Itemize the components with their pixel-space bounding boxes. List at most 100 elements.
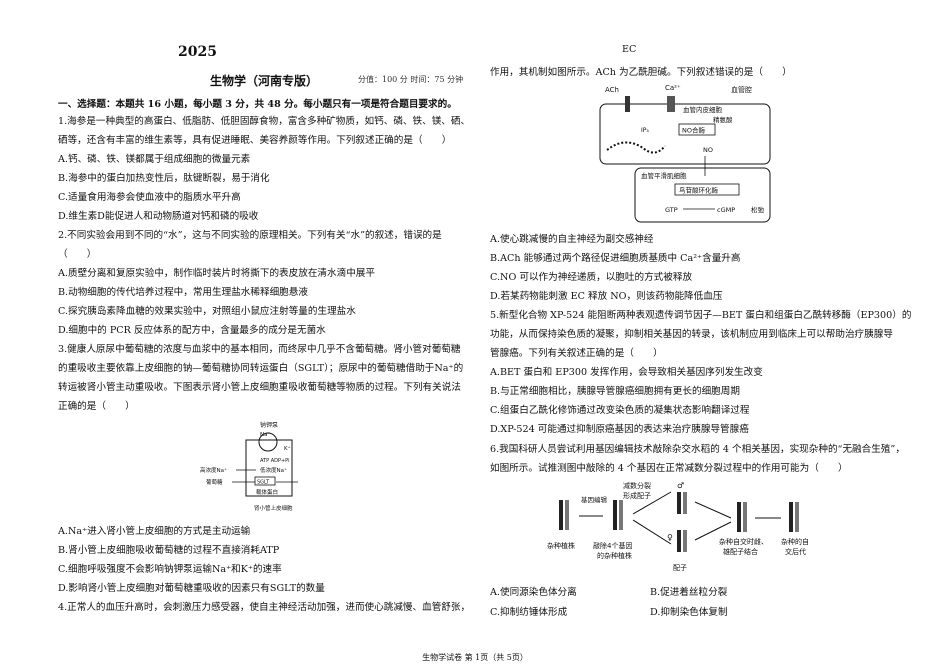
male-arrow xyxy=(632,491,672,515)
male-gamete-chromosomes xyxy=(677,492,687,514)
fig4-endo-label: 血管内皮细胞 xyxy=(683,105,723,114)
question-2: 2.不同实验会用到不同的“水”，这与不同实验的原理相关。下列有关“水”的叙述，错… xyxy=(58,226,468,340)
smooth-muscle-outline xyxy=(634,167,771,223)
exam-year: 2025 xyxy=(178,44,217,60)
fig6-edit-label: 基因编辑 xyxy=(581,495,608,504)
q1-stem-1: 1.海参是一种典型的高蛋白、低脂肪、低胆固醇食物，富含多种矿物质，如钙、磷、铁、… xyxy=(58,116,471,127)
q6-option-c: C.抑制纺锤体形成 xyxy=(490,607,568,618)
q4-stem-ec: EC xyxy=(622,44,637,55)
q4-option-c: C.NO 可以作为神经递质，以胞吐的方式被释放 xyxy=(490,272,693,283)
fig3-sglt-label: SGLT xyxy=(257,480,270,486)
q1-option-a: A.钙、磷、铁、镁都属于组成细胞的微量元素 xyxy=(58,154,251,165)
female-gamete-chromosomes xyxy=(677,530,687,552)
question-3-options: A.Na⁺进入肾小管上皮细胞的方式是主动运输 B.肾小管上皮细胞吸收葡萄糖的过程… xyxy=(58,522,470,617)
fig4-lumen-label: 血管腔 xyxy=(731,85,752,94)
q6-option-b: B.促进着丝粒分裂 xyxy=(650,587,728,598)
fig4-nos-label: NO合酶 xyxy=(682,126,705,135)
fig4-ip3-label: IP₃ xyxy=(641,127,649,134)
fig6-knock-label: 敲除4个基因 xyxy=(593,541,632,550)
fig4-smooth-label: 血管平滑肌细胞 xyxy=(641,171,687,180)
fig4-gc-label: 鸟苷酸环化酶 xyxy=(679,186,719,195)
figure-kidney-tubule: 钠钾泵 ATP ADP+Pi Na⁺ K⁺ 高浓度Na⁺ 葡萄糖 低浓度Na⁺ … xyxy=(200,421,298,512)
q3-option-c: C.细胞呼吸强度不会影响钠钾泵运输Na⁺和K⁺的速率 xyxy=(58,564,282,575)
fig6-gamete-label: 配子 xyxy=(673,564,687,572)
q3-stem-3: 转运被肾小管主动重吸收。下图表示肾小管上皮细胞重吸收葡萄糖等物质的过程。下列有关… xyxy=(58,382,461,393)
fig3-pump-label: 钠钾泵 xyxy=(260,421,278,429)
fig6-fuse2-label: 雄配子结合 xyxy=(723,547,758,556)
q3-stem-1: 3.健康人原尿中葡萄糖的浓度与血浆中的基本相同，而终尿中几乎不含葡萄糖。肾小管对… xyxy=(58,344,461,355)
pump-shape xyxy=(258,432,278,452)
fig6-male-symbol: ♂ xyxy=(677,481,684,490)
question-5: 5.新型化合物 XP-524 能阻断两种表观遗传调节因子—BET 蛋白和组蛋白乙… xyxy=(490,306,912,439)
merge-arrow-2 xyxy=(694,521,732,541)
fig3-atp-label: ATP ADP+Pi xyxy=(260,458,289,464)
fig3-glucose-label: 葡萄糖 xyxy=(206,478,223,486)
q2-option-c: C.探究胰岛素降血糖的效果实验中，对照组小鼠应注射等量的生理盐水 xyxy=(58,306,356,317)
fig4-gtp-label: GTP xyxy=(665,206,678,214)
q5-option-b: B.与正常细胞相比，胰腺导管腺癌细胞拥有更长的细胞周期 xyxy=(490,386,740,397)
fig3-carrier-label: 载体蛋白 xyxy=(256,488,278,496)
q6-option-a: A.使同源染色体分离 xyxy=(490,587,577,598)
fig6-hybrid-label: 杂种植株 xyxy=(547,541,575,550)
q5-stem-1: 5.新型化合物 XP-524 能阻断两种表观遗传调节因子—BET 蛋白和组蛋白乙… xyxy=(490,310,912,321)
receptor-shape xyxy=(625,96,630,112)
endothelial-cell-outline xyxy=(599,103,771,165)
q4-option-a: A.使心跳减慢的自主神经为副交感神经 xyxy=(490,234,654,245)
er-shape xyxy=(606,141,666,154)
q1-option-c: C.适量食用海参会使血液中的脂质水平升高 xyxy=(58,192,241,203)
q5-option-a: A.BET 蛋白和 EP300 发挥作用，会导致相关基因序列发生改变 xyxy=(490,367,763,378)
fig3-high-na-label: 高浓度Na⁺ xyxy=(200,466,227,474)
q2-option-b: B.动物细胞的传代培养过程中，常用生理盐水稀释细胞悬液 xyxy=(58,287,308,298)
exam-meta: 分值：100 分 时间：75 分钟 xyxy=(358,75,464,84)
q2-option-d: D.细胞中的 PCR 反应体系的配方中，含量最多的成分是无菌水 xyxy=(58,325,326,336)
fig3-cell-label: 肾小管上皮细胞 xyxy=(254,504,293,512)
fig6-fuse-label: 杂种自交时雌、 xyxy=(719,537,768,546)
fig4-ca-label: Ca²⁺ xyxy=(665,84,681,92)
gc-box xyxy=(674,183,740,196)
q2-stem-2: （ ） xyxy=(58,249,97,260)
q5-stem-2: 功能，从而保持染色质的凝聚，抑制相关基因的转录，该机制应用到临床上可以帮助治疗胰… xyxy=(490,329,893,340)
fig3-k-label: K⁺ xyxy=(284,445,291,452)
fig4-arg-label: 精氨酸 xyxy=(713,115,733,124)
nos-box xyxy=(678,123,716,136)
section-heading: 一、选择题：本题共 16 小题，每小题 3 分，共 48 分。每小题只有一项是符… xyxy=(58,99,457,110)
question-1: 1.海参是一种典型的高蛋白、低脂肪、低胆固醇食物，富含多种矿物质，如钙、磷、铁、… xyxy=(58,112,471,226)
q1-option-d: D.维生素D能促进人和动物肠道对钙和磷的吸收 xyxy=(58,211,259,222)
fig6-offspring-label: 杂种的自 xyxy=(781,537,809,546)
figure-vascular-mechanism: ACh Ca²⁺ 血管腔 血管内皮细胞 IP₃ 精氨酸 NO合酶 NO 血管平滑… xyxy=(599,84,771,223)
fig6-offspring2-label: 交后代 xyxy=(785,547,806,556)
q4-option-b: B.ACh 能够通过两个路径促进细胞质基质中 Ca²⁺含量升高 xyxy=(490,253,741,264)
hybrid-chromosomes xyxy=(559,500,569,530)
page-footer: 生物学试卷 第 1页（共 5页） xyxy=(422,653,528,662)
fig3-low-na-label: 低浓度Na⁺ xyxy=(260,466,287,474)
q3-stem-4: 正确的是（ ） xyxy=(58,401,135,412)
q4-stem-2: 作用，其机制如图所示。ACh 为乙酰胆碱。下列叙述错误的是（ ） xyxy=(490,67,792,78)
q6-stem-2: 如图所示。试推测图中敲除的 4 个基因在正常减数分裂过程中的作用可能为（ ） xyxy=(490,463,848,474)
knockout-chromosomes xyxy=(613,500,623,530)
q6-stem-1: 6.我国科研人员尝试利用基因编辑技术敲除杂交水稻的 4 个相关基因，实现杂种的“… xyxy=(490,444,905,455)
fig4-ach-label: ACh xyxy=(605,86,619,94)
q3-option-b: B.肾小管上皮细胞吸收葡萄糖的过程不直接消耗ATP xyxy=(58,545,280,556)
merge-arrow-1 xyxy=(694,501,732,519)
question-3: 3.健康人原尿中葡萄糖的浓度与血浆中的基本相同，而终尿中几乎不含葡萄糖。肾小管对… xyxy=(58,340,468,416)
q5-option-c: C.组蛋白乙酰化修饰通过改变染色质的凝集状态影响翻译过程 xyxy=(490,405,750,416)
q4-option-d: D.若某药物能刺激 EC 释放 NO，则该药物能降低血压 xyxy=(490,291,723,302)
q2-stem-1: 2.不同实验会用到不同的“水”，这与不同实验的原理相关。下列有关“水”的叙述，错… xyxy=(58,230,442,241)
sglt-box xyxy=(254,476,276,486)
channel-shape xyxy=(667,96,675,112)
fig6-meiosis-label: 减数分裂 xyxy=(623,481,651,490)
fig6-knock2-label: 的杂种植株 xyxy=(597,551,632,560)
fig4-cgmp-label: cGMP xyxy=(717,206,735,214)
offspring-chromosomes xyxy=(789,502,799,532)
question-6: 6.我国科研人员尝试利用基因编辑技术敲除杂交水稻的 4 个相关基因，实现杂种的“… xyxy=(490,440,905,478)
exam-subject: 生物学（河南专版） xyxy=(210,74,319,88)
q5-stem-3: 管腺癌。下列有关叙述正确的是（ ） xyxy=(490,348,663,359)
q1-option-b: B.海参中的蛋白加热变性后，肽键断裂，易于消化 xyxy=(58,173,270,184)
q3-option-d: D.影响肾小管上皮细胞对葡萄糖重吸收的因素只有SGLT的数量 xyxy=(58,583,325,594)
figure-apomixis: 杂种植株 基因编辑 敲除4个基因 的杂种植株 减数分裂 形成配子 ♂ ♀ 配子 … xyxy=(547,481,809,572)
q1-stem-2: 硒等，还含有丰富的维生素等，具有促进睡眠、美容养颜等作用。下列叙述正确的是（ ） xyxy=(58,135,452,146)
female-arrow xyxy=(632,519,672,545)
q6-option-d: D.抑制染色体复制 xyxy=(650,607,728,618)
zygote-chromosomes xyxy=(737,502,747,532)
q2-option-a: A.质壁分离和复原实验中，制作临时装片时将撕下的表皮放在清水滴中展平 xyxy=(58,268,375,279)
